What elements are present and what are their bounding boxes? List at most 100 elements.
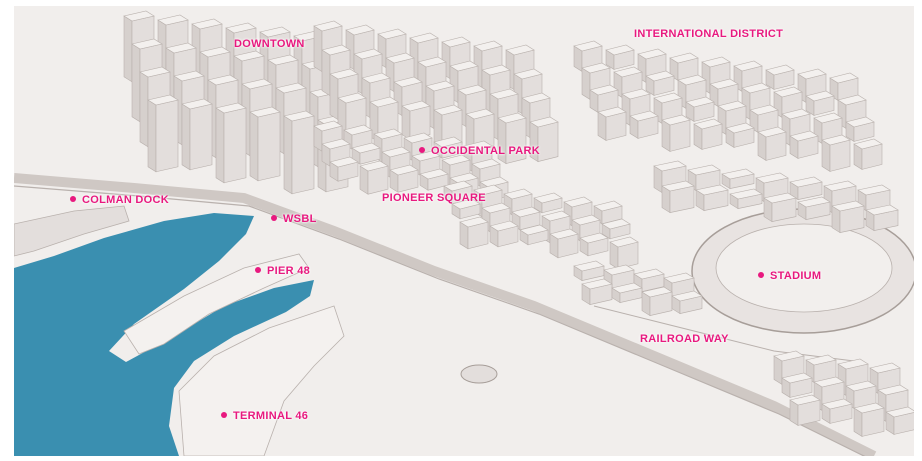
building-roof bbox=[147, 94, 179, 106]
building-roof bbox=[403, 132, 433, 144]
building-side bbox=[313, 25, 323, 73]
building-roof bbox=[459, 216, 489, 228]
building-roof bbox=[789, 130, 819, 142]
building-roof bbox=[749, 104, 779, 116]
building-roof bbox=[457, 84, 487, 96]
building-roof bbox=[369, 96, 399, 108]
building-roof bbox=[465, 108, 495, 120]
building-roof bbox=[581, 278, 613, 290]
building-side bbox=[329, 73, 339, 121]
building-roof bbox=[603, 264, 635, 276]
building-roof bbox=[877, 384, 909, 396]
building-roof bbox=[653, 160, 687, 172]
building-roof bbox=[629, 110, 659, 122]
building-roof bbox=[249, 106, 281, 118]
label-text: PIONEER SQUARE bbox=[382, 192, 486, 204]
label-text: RAILROAD WAY bbox=[640, 333, 729, 345]
building-roof bbox=[451, 198, 481, 210]
building-front bbox=[291, 115, 315, 195]
building-roof bbox=[837, 94, 867, 106]
building-front bbox=[155, 99, 179, 173]
building-roof bbox=[529, 116, 559, 128]
label-stadium: STADIUM bbox=[758, 270, 821, 282]
building-roof bbox=[755, 172, 789, 184]
building-roof bbox=[641, 286, 673, 298]
building-roof bbox=[729, 188, 763, 200]
building-roof bbox=[733, 60, 763, 72]
building-roof bbox=[781, 372, 813, 384]
building-roof bbox=[613, 66, 643, 78]
building-roof bbox=[157, 14, 189, 26]
marker-dot bbox=[221, 412, 227, 419]
building-roof bbox=[813, 376, 845, 388]
label-text: INTERNATIONAL DISTRICT bbox=[634, 28, 784, 40]
building-roof bbox=[481, 202, 511, 214]
building-roof bbox=[401, 100, 431, 112]
building-side bbox=[249, 111, 259, 182]
map-frame: DOWNTOWN INTERNATIONAL DISTRICT OCCIDENT… bbox=[14, 6, 914, 456]
waterfront-road bbox=[14, 173, 877, 456]
building-roof bbox=[821, 134, 851, 146]
building-roof bbox=[489, 88, 519, 100]
building-roof bbox=[611, 282, 643, 294]
building-roof bbox=[393, 76, 423, 88]
building-roof bbox=[433, 104, 463, 116]
building-roof bbox=[225, 22, 257, 34]
building-roof bbox=[685, 96, 715, 108]
building-roof bbox=[481, 64, 511, 76]
building-roof bbox=[199, 46, 231, 58]
building-roof bbox=[763, 192, 797, 204]
building-roof bbox=[823, 180, 857, 192]
building-roof bbox=[717, 100, 747, 112]
building-roof bbox=[191, 18, 223, 30]
building-roof bbox=[353, 48, 383, 60]
building-roof bbox=[377, 28, 407, 40]
building-roof bbox=[637, 48, 667, 60]
building-side bbox=[821, 139, 831, 172]
building-roof bbox=[381, 146, 411, 158]
building-roof bbox=[837, 358, 869, 370]
building-roof bbox=[829, 72, 859, 84]
building-roof bbox=[885, 406, 914, 418]
building-roof bbox=[359, 160, 389, 172]
building-roof bbox=[329, 156, 359, 168]
building-roof bbox=[385, 52, 415, 64]
building-roof bbox=[241, 78, 273, 90]
label-text: WSBL bbox=[283, 213, 317, 225]
building-roof bbox=[181, 98, 213, 110]
building-roof bbox=[709, 78, 739, 90]
building-roof bbox=[661, 114, 691, 126]
building-roof bbox=[419, 168, 449, 180]
building-roof bbox=[701, 56, 731, 68]
city-buildings bbox=[123, 10, 914, 437]
building-roof bbox=[831, 200, 865, 212]
label-terminal-46: TERMINAL 46 bbox=[221, 410, 308, 422]
building-front bbox=[257, 111, 281, 182]
building-roof bbox=[773, 350, 805, 362]
label-pioneer-square: PIONEER SQUARE bbox=[382, 192, 486, 204]
building-side bbox=[131, 43, 141, 123]
building-roof bbox=[571, 214, 601, 226]
marker-dot bbox=[758, 272, 764, 279]
building-roof bbox=[275, 82, 307, 94]
building-roof bbox=[479, 176, 509, 188]
stadium-field bbox=[715, 223, 893, 313]
building-roof bbox=[207, 74, 239, 86]
building-roof bbox=[443, 180, 473, 192]
building-roof bbox=[869, 362, 901, 374]
marker-dot bbox=[271, 215, 277, 222]
building-roof bbox=[671, 290, 703, 302]
ferry-dock bbox=[14, 205, 130, 257]
building-roof bbox=[573, 260, 605, 272]
building-side bbox=[661, 119, 671, 152]
building-front bbox=[189, 103, 213, 171]
label-colman-dock: COLMAN DOCK bbox=[70, 194, 169, 206]
building-roof bbox=[609, 236, 639, 248]
building-roof bbox=[259, 26, 291, 38]
building-roof bbox=[513, 68, 543, 80]
building-roof bbox=[805, 90, 835, 102]
label-pier-48: PIER 48 bbox=[255, 265, 310, 277]
building-roof bbox=[725, 122, 755, 134]
building-roof bbox=[131, 38, 163, 50]
building-side bbox=[147, 99, 157, 173]
